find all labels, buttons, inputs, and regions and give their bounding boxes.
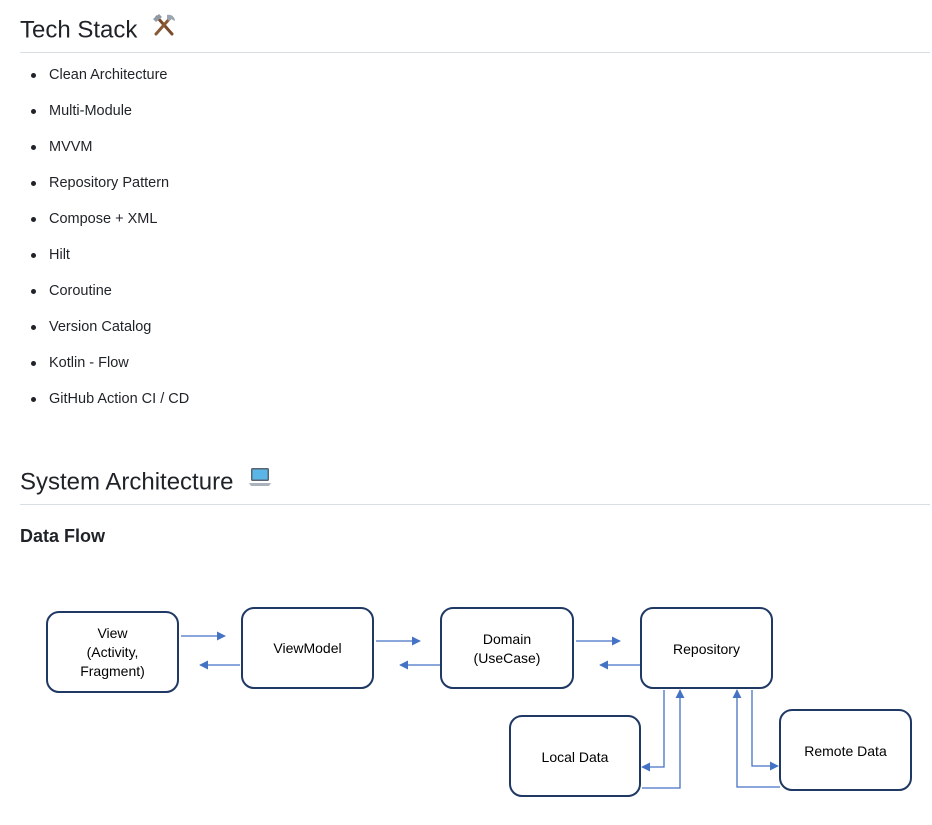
list-item: Version Catalog (0, 314, 189, 350)
node-local-data: Local Data (509, 715, 641, 797)
arrow-local-to-repository (642, 689, 685, 789)
arrow-remote-to-repository (732, 689, 780, 788)
node-repository: Repository (640, 607, 773, 689)
node-view-line-3: Fragment) (80, 663, 145, 679)
node-local-data-label: Local Data (542, 749, 609, 765)
list-item: Hilt (0, 242, 189, 278)
hammer-and-pick-icon (152, 13, 176, 45)
node-remote-data: Remote Data (779, 709, 912, 791)
list-item: Compose + XML (0, 206, 189, 242)
data-flow-heading: Data Flow (20, 526, 106, 546)
data-flow-diagram: View (Activity, Fragment) ViewModel Doma… (46, 607, 912, 797)
arrow-repository-to-remote (751, 690, 779, 771)
node-domain-line-1: Domain (483, 631, 531, 647)
list-item: Kotlin - Flow (0, 350, 189, 386)
node-repository-label: Repository (673, 641, 740, 657)
tech-stack-title: Tech Stack (20, 16, 138, 44)
system-architecture-heading: System Architecture (20, 467, 930, 505)
node-viewmodel-label: ViewModel (273, 640, 341, 656)
system-architecture-title: System Architecture (20, 468, 234, 496)
tech-stack-list: Clean Architecture Multi-Module MVVM Rep… (0, 62, 189, 422)
node-view-line-2: (Activity, (87, 644, 139, 660)
arrow-repository-to-local (641, 690, 665, 772)
tech-stack-heading: Tech Stack (20, 13, 930, 53)
node-domain: Domain (UseCase) (440, 607, 574, 689)
node-viewmodel: ViewModel (241, 607, 374, 689)
list-item: Coroutine (0, 278, 189, 314)
node-view: View (Activity, Fragment) (46, 611, 179, 693)
laptop-icon (248, 465, 272, 497)
list-item: MVVM (0, 134, 189, 170)
node-domain-line-2: (UseCase) (474, 650, 541, 666)
list-item: GitHub Action CI / CD (0, 386, 189, 422)
list-item: Repository Pattern (0, 170, 189, 206)
list-item: Multi-Module (0, 98, 189, 134)
node-remote-data-label: Remote Data (804, 743, 887, 759)
list-item: Clean Architecture (0, 62, 189, 98)
node-view-line-1: View (97, 625, 128, 641)
